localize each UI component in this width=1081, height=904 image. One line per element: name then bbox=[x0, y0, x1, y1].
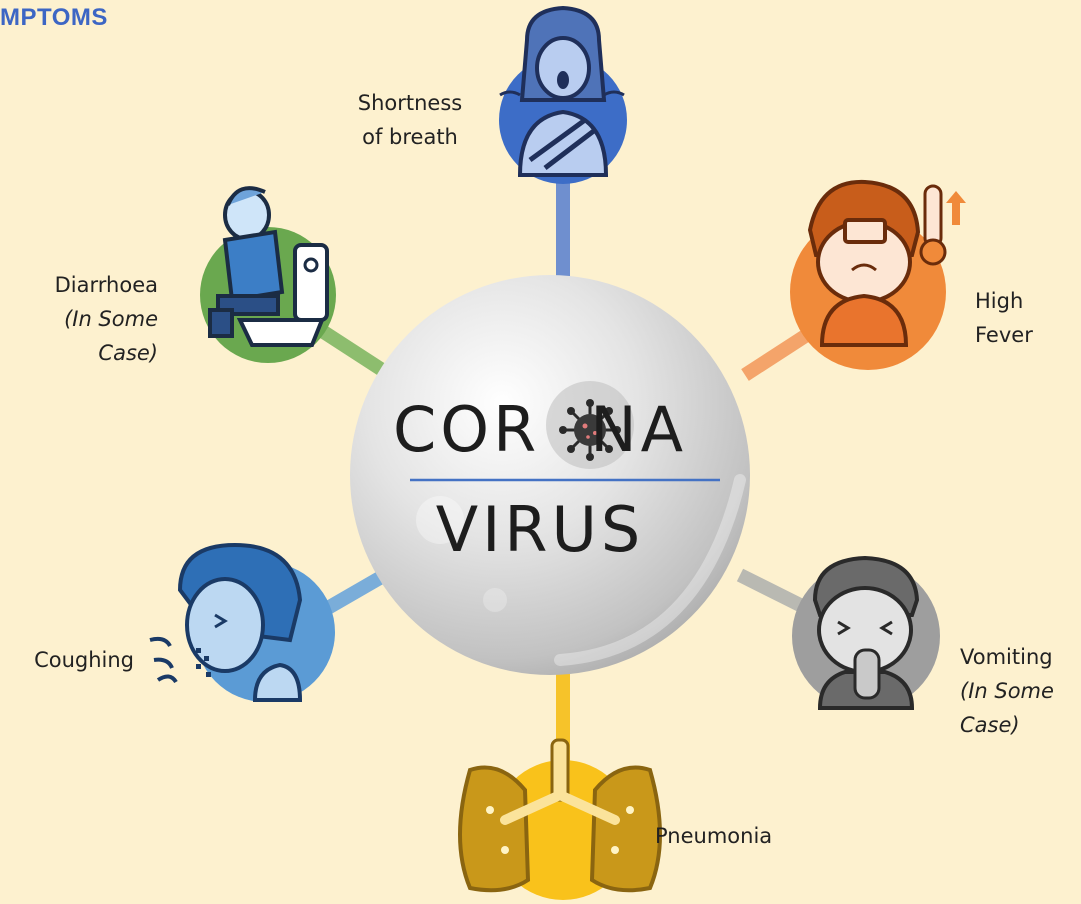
label-note: Case) bbox=[98, 341, 158, 365]
virus-icon bbox=[559, 399, 621, 461]
label-text: Diarrhoea bbox=[54, 273, 158, 297]
label-pneumonia: Pneumonia bbox=[655, 819, 815, 853]
label-diarrhoea: Diarrhoea (In Some Case) bbox=[20, 268, 158, 370]
label-text: Shortness bbox=[357, 91, 463, 115]
lungs-icon bbox=[458, 738, 662, 900]
corona-virus-sphere bbox=[350, 275, 750, 675]
breathless-person-icon bbox=[499, 5, 627, 184]
label-note: (In Some bbox=[64, 307, 158, 331]
label-text: Pneumonia bbox=[655, 824, 773, 848]
fever-person-icon bbox=[790, 179, 966, 370]
label-text: High bbox=[975, 289, 1024, 313]
label-text: Coughing bbox=[34, 648, 134, 672]
center-title-line1: COR NA bbox=[360, 390, 720, 470]
vomiting-person-icon bbox=[792, 555, 940, 710]
center-title-line2: VIRUS bbox=[435, 493, 645, 566]
label-text: of breath bbox=[362, 125, 458, 149]
label-note: Case) bbox=[960, 713, 1020, 737]
label-note: (In Some bbox=[960, 679, 1054, 703]
label-high-fever: High Fever bbox=[975, 284, 1075, 352]
center-title-cor: COR bbox=[393, 393, 541, 466]
label-shortness-of-breath: Shortness of breath bbox=[330, 86, 490, 154]
toilet-person-icon bbox=[200, 186, 336, 363]
center-title-na: NA bbox=[590, 393, 687, 466]
coughing-person-icon bbox=[149, 542, 335, 702]
label-vomiting: Vomiting (In Some Case) bbox=[960, 640, 1078, 742]
label-text: Vomiting bbox=[960, 645, 1053, 669]
page-title: MPTOMS bbox=[0, 4, 108, 31]
label-coughing: Coughing bbox=[0, 643, 134, 677]
label-text: Fever bbox=[975, 323, 1033, 347]
